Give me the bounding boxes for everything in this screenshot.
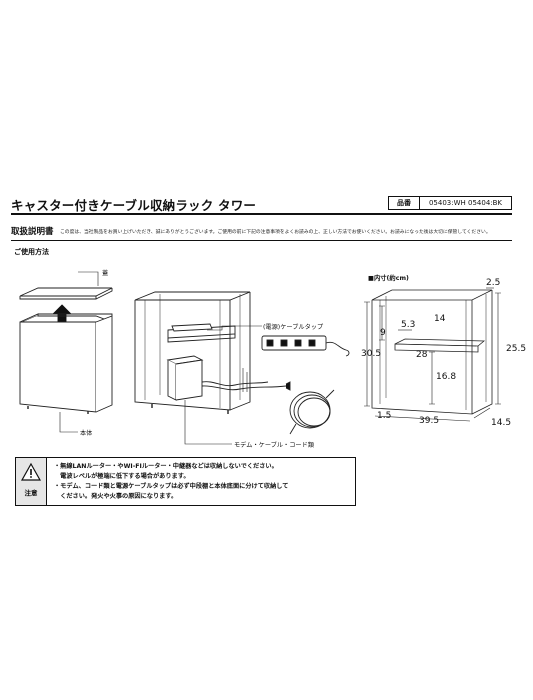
dim-39-5: 39.5 bbox=[419, 416, 440, 426]
caution-label: 注意 bbox=[24, 489, 38, 497]
caution-line: ・無線LANルーター・やWI-FIルーター・中継器などは収納しないでください。 bbox=[54, 463, 278, 470]
caution-line: ・モデム、コード類と電源ケーブルタップは必ず中段棚と本体底面に分けて収納して bbox=[54, 483, 289, 490]
usage-title: ご使用方法 bbox=[14, 248, 49, 256]
dim-28: 28 bbox=[416, 350, 428, 360]
product-number-table: 品番 05403:WH 05404:BK bbox=[388, 196, 512, 210]
body-label: 本体 bbox=[80, 430, 93, 437]
dimensions-title: ■内寸(約cm) bbox=[368, 275, 409, 282]
caution-line: ください。発火や火事の原因になります。 bbox=[54, 493, 178, 500]
lid-label: 蓋 bbox=[102, 270, 109, 277]
dim-30-5: 30.5 bbox=[361, 349, 382, 359]
header-rule bbox=[11, 213, 512, 215]
dim-14-5: 14.5 bbox=[491, 418, 512, 428]
dim-25-5: 25.5 bbox=[506, 344, 527, 354]
section-rule bbox=[11, 240, 512, 241]
product-number-values: 05403:WH 05404:BK bbox=[428, 199, 503, 207]
manual-title: 取扱説明書 bbox=[11, 227, 54, 237]
dim-16-8: 16.8 bbox=[436, 372, 457, 382]
power-strip-label: (電源)ケーブルタップ bbox=[263, 324, 324, 331]
caution-box: 注意 ・無線LANルーター・やWI-FIルーター・中継器などは収納しないでくださ… bbox=[15, 457, 356, 506]
power-strip-illustration bbox=[261, 335, 350, 357]
dim-1-5: 1.5 bbox=[377, 411, 392, 421]
body-illustration bbox=[19, 313, 113, 433]
caution-line: 電波レベルが極端に低下する場合があります。 bbox=[54, 473, 190, 480]
caution-text: ・無線LANルーター・やWI-FIルーター・中継器などは収納しないでください。 … bbox=[54, 462, 354, 502]
dim-2-5: 2.5 bbox=[486, 278, 501, 288]
caution-header: 注意 bbox=[16, 458, 47, 505]
warning-icon bbox=[20, 462, 42, 481]
dim-14: 14 bbox=[434, 314, 446, 324]
lid-illustration bbox=[19, 271, 113, 300]
manual-intro: この度は、当社製品をお買い上げいただき、誠にありがとうございます。ご使用の前に下… bbox=[60, 230, 491, 235]
coiled-cable-illustration bbox=[289, 389, 335, 435]
dim-9: 9 bbox=[380, 328, 386, 338]
product-number-label: 品番 bbox=[389, 197, 420, 209]
rack-illustration bbox=[134, 291, 291, 445]
modem-label: モデム・ケーブル・コード類 bbox=[234, 442, 314, 449]
dim-5-3: 5.3 bbox=[401, 320, 416, 330]
dimension-drawing bbox=[364, 287, 501, 422]
product-title: キャスター付きケーブル収納ラック タワー bbox=[11, 198, 257, 213]
